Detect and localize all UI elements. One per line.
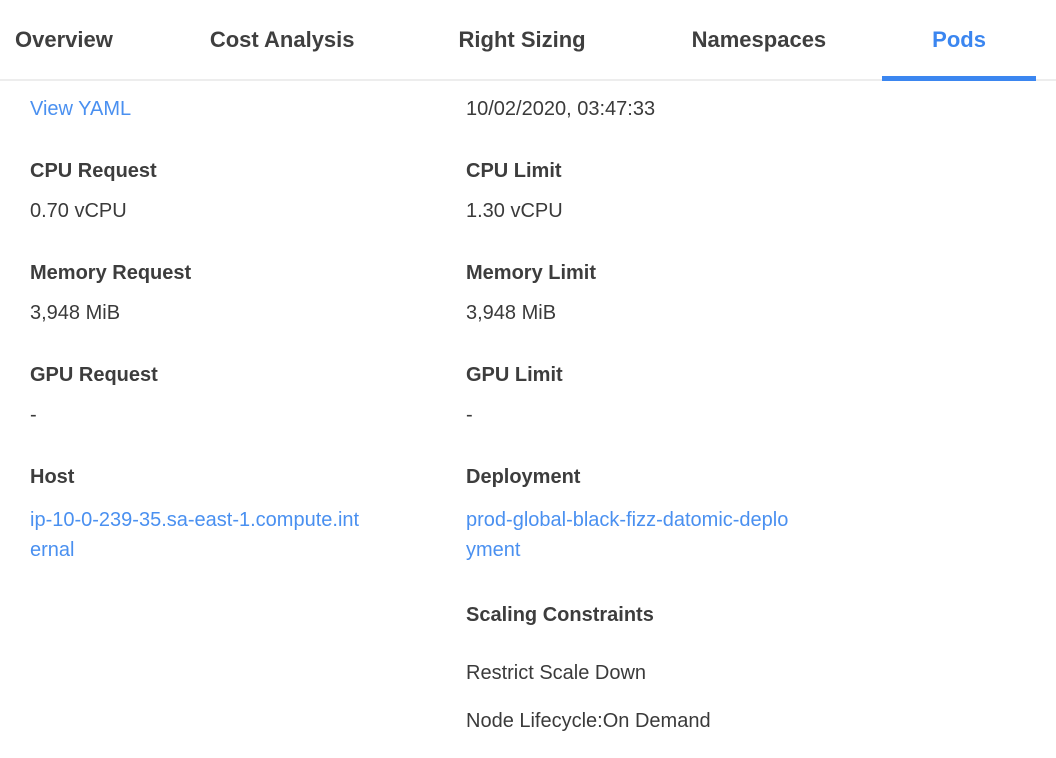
cpu-request-label: CPU Request xyxy=(30,160,157,182)
constraint-node-lifecycle: Node Lifecycle:On Demand xyxy=(466,710,711,732)
scaling-constraints-label: Scaling Constraints xyxy=(466,604,654,626)
details-left-column: View YAML CPU Request 0.70 vCPU Memory R… xyxy=(30,97,466,733)
memory-limit-value: 3,948 MiB xyxy=(466,302,557,324)
gpu-request-value: - xyxy=(30,404,37,426)
gpu-limit-field: GPU Limit - xyxy=(466,363,1026,427)
cpu-request-value: 0.70 vCPU xyxy=(30,200,127,222)
memory-request-label: Memory Request xyxy=(30,262,192,284)
gpu-limit-label: GPU Limit xyxy=(466,364,563,386)
view-yaml-link[interactable]: View YAML xyxy=(30,98,132,120)
cpu-limit-label: CPU Limit xyxy=(466,160,562,182)
tab-pods[interactable]: Pods xyxy=(882,27,1036,81)
gpu-request-label: GPU Request xyxy=(30,364,158,386)
cpu-request-field: CPU Request 0.70 vCPU xyxy=(30,159,466,223)
pod-start-timestamp: 10/02/2020, 03:47:33 xyxy=(466,98,656,120)
tab-overview[interactable]: Overview xyxy=(15,27,113,52)
gpu-request-field: GPU Request - xyxy=(30,363,466,427)
pod-details-panel: View YAML CPU Request 0.70 vCPU Memory R… xyxy=(0,81,1056,758)
host-label: Host xyxy=(30,466,75,488)
memory-limit-field: Memory Limit 3,948 MiB xyxy=(466,261,1026,325)
view-yaml-row: View YAML xyxy=(30,97,466,121)
memory-request-value: 3,948 MiB xyxy=(30,302,121,324)
host-field: Host ip-10-0-239-35.sa-east-1.compute.in… xyxy=(30,465,466,565)
tab-namespaces[interactable]: Namespaces xyxy=(691,27,827,52)
deployment-field: Deployment prod-global-black-fizz-datomi… xyxy=(466,465,1026,565)
constraint-restrict-scale-down: Restrict Scale Down xyxy=(466,662,647,684)
deployment-label: Deployment xyxy=(466,466,581,488)
cpu-limit-field: CPU Limit 1.30 vCPU xyxy=(466,159,1026,223)
gpu-limit-value: - xyxy=(466,404,473,426)
tab-cost-analysis[interactable]: Cost Analysis xyxy=(209,27,355,52)
host-link[interactable]: ip-10-0-239-35.sa-east-1.compute.interna… xyxy=(30,509,360,561)
cpu-limit-value: 1.30 vCPU xyxy=(466,200,563,222)
tab-bar: Overview Cost Analysis Right Sizing Name… xyxy=(0,0,1056,81)
memory-request-field: Memory Request 3,948 MiB xyxy=(30,261,466,325)
deployment-link[interactable]: prod-global-black-fizz-datomic-deploymen… xyxy=(466,509,789,561)
details-right-column: 10/02/2020, 03:47:33 CPU Limit 1.30 vCPU… xyxy=(466,97,1026,733)
tab-right-sizing[interactable]: Right Sizing xyxy=(458,27,586,52)
scaling-constraints-field: Scaling Constraints Restrict Scale Down … xyxy=(466,603,1026,733)
memory-limit-label: Memory Limit xyxy=(466,262,597,284)
